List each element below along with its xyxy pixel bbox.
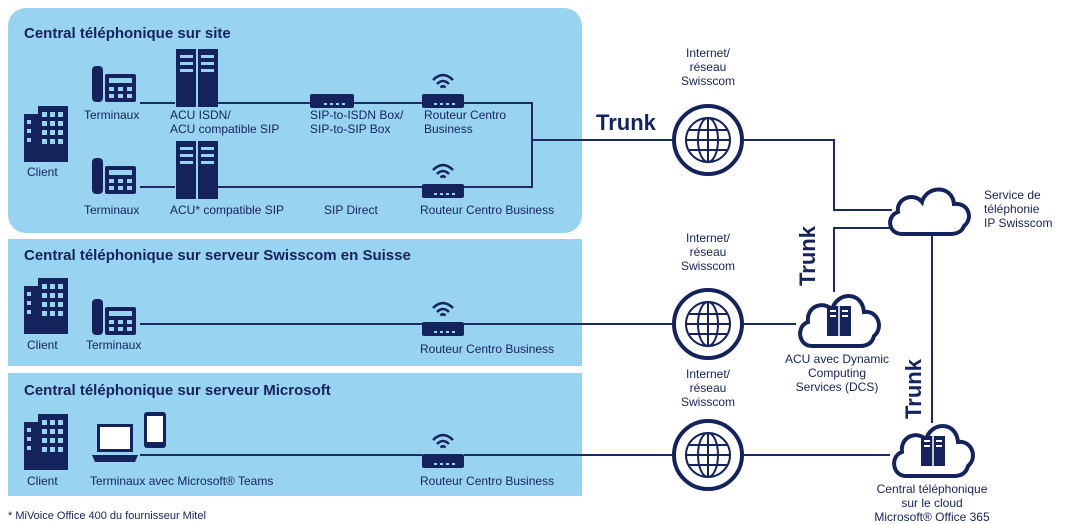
trunk-label: Trunk bbox=[596, 110, 656, 135]
desk-phone-icon bbox=[92, 154, 138, 196]
terminals-label: Terminaux bbox=[84, 203, 140, 217]
router-label: Routeur Centro Business bbox=[420, 474, 555, 488]
cloud-server-icon bbox=[794, 288, 884, 350]
router-icon bbox=[422, 160, 464, 198]
laptop-icon bbox=[92, 424, 138, 464]
client-label: Client bbox=[27, 474, 58, 488]
sip-direct-label: SIP Direct bbox=[324, 203, 378, 217]
building-icon bbox=[24, 106, 70, 162]
router-label: Routeur Centro Business bbox=[420, 342, 555, 356]
onsite-title: Central téléphonique sur site bbox=[24, 25, 231, 42]
trunk-label-vertical: Trunk bbox=[900, 359, 926, 419]
server-icon bbox=[176, 141, 218, 199]
globe-icon bbox=[672, 419, 744, 491]
client-label: Client bbox=[27, 338, 58, 352]
terminals-teams-label: Terminaux avec Microsoft® Teams bbox=[90, 474, 274, 488]
panel-swisscom-server bbox=[8, 239, 582, 366]
router-icon bbox=[422, 430, 464, 468]
terminals-label: Terminaux bbox=[84, 108, 140, 122]
router-icon bbox=[422, 70, 464, 108]
trunk-label-vertical: Trunk bbox=[794, 226, 820, 286]
footnote: * MiVoice Office 400 du fournisseur Mite… bbox=[8, 510, 206, 522]
router-label: Routeur Centro Business bbox=[424, 108, 507, 136]
acu-isdn-label: ACU ISDN/ ACU compatible SIP bbox=[170, 108, 280, 136]
desk-phone-icon bbox=[92, 295, 138, 337]
router-label: Routeur Centro Business bbox=[420, 203, 555, 217]
building-icon bbox=[24, 278, 70, 334]
terminals-label: Terminaux bbox=[86, 338, 142, 352]
globe-icon bbox=[672, 288, 744, 360]
microsoft-server-title: Central téléphonique sur serveur Microso… bbox=[24, 382, 331, 399]
building-icon bbox=[24, 414, 70, 470]
smartphone-icon bbox=[144, 412, 166, 448]
client-label: Client bbox=[27, 165, 58, 179]
swisscom-server-title: Central téléphonique sur serveur Swissco… bbox=[24, 247, 411, 264]
sip-box-label: SIP-to-ISDN Box/ SIP-to-SIP Box bbox=[310, 108, 404, 136]
cloud-server-icon bbox=[888, 418, 978, 480]
acu-sip-label: ACU* compatible SIP bbox=[170, 203, 285, 217]
desk-phone-icon bbox=[92, 62, 138, 104]
panel-onsite bbox=[8, 8, 582, 233]
sip-box-icon bbox=[310, 94, 354, 108]
router-icon bbox=[422, 298, 464, 336]
cloud-icon bbox=[884, 182, 974, 238]
globe-icon bbox=[672, 104, 744, 176]
server-icon bbox=[176, 49, 218, 107]
